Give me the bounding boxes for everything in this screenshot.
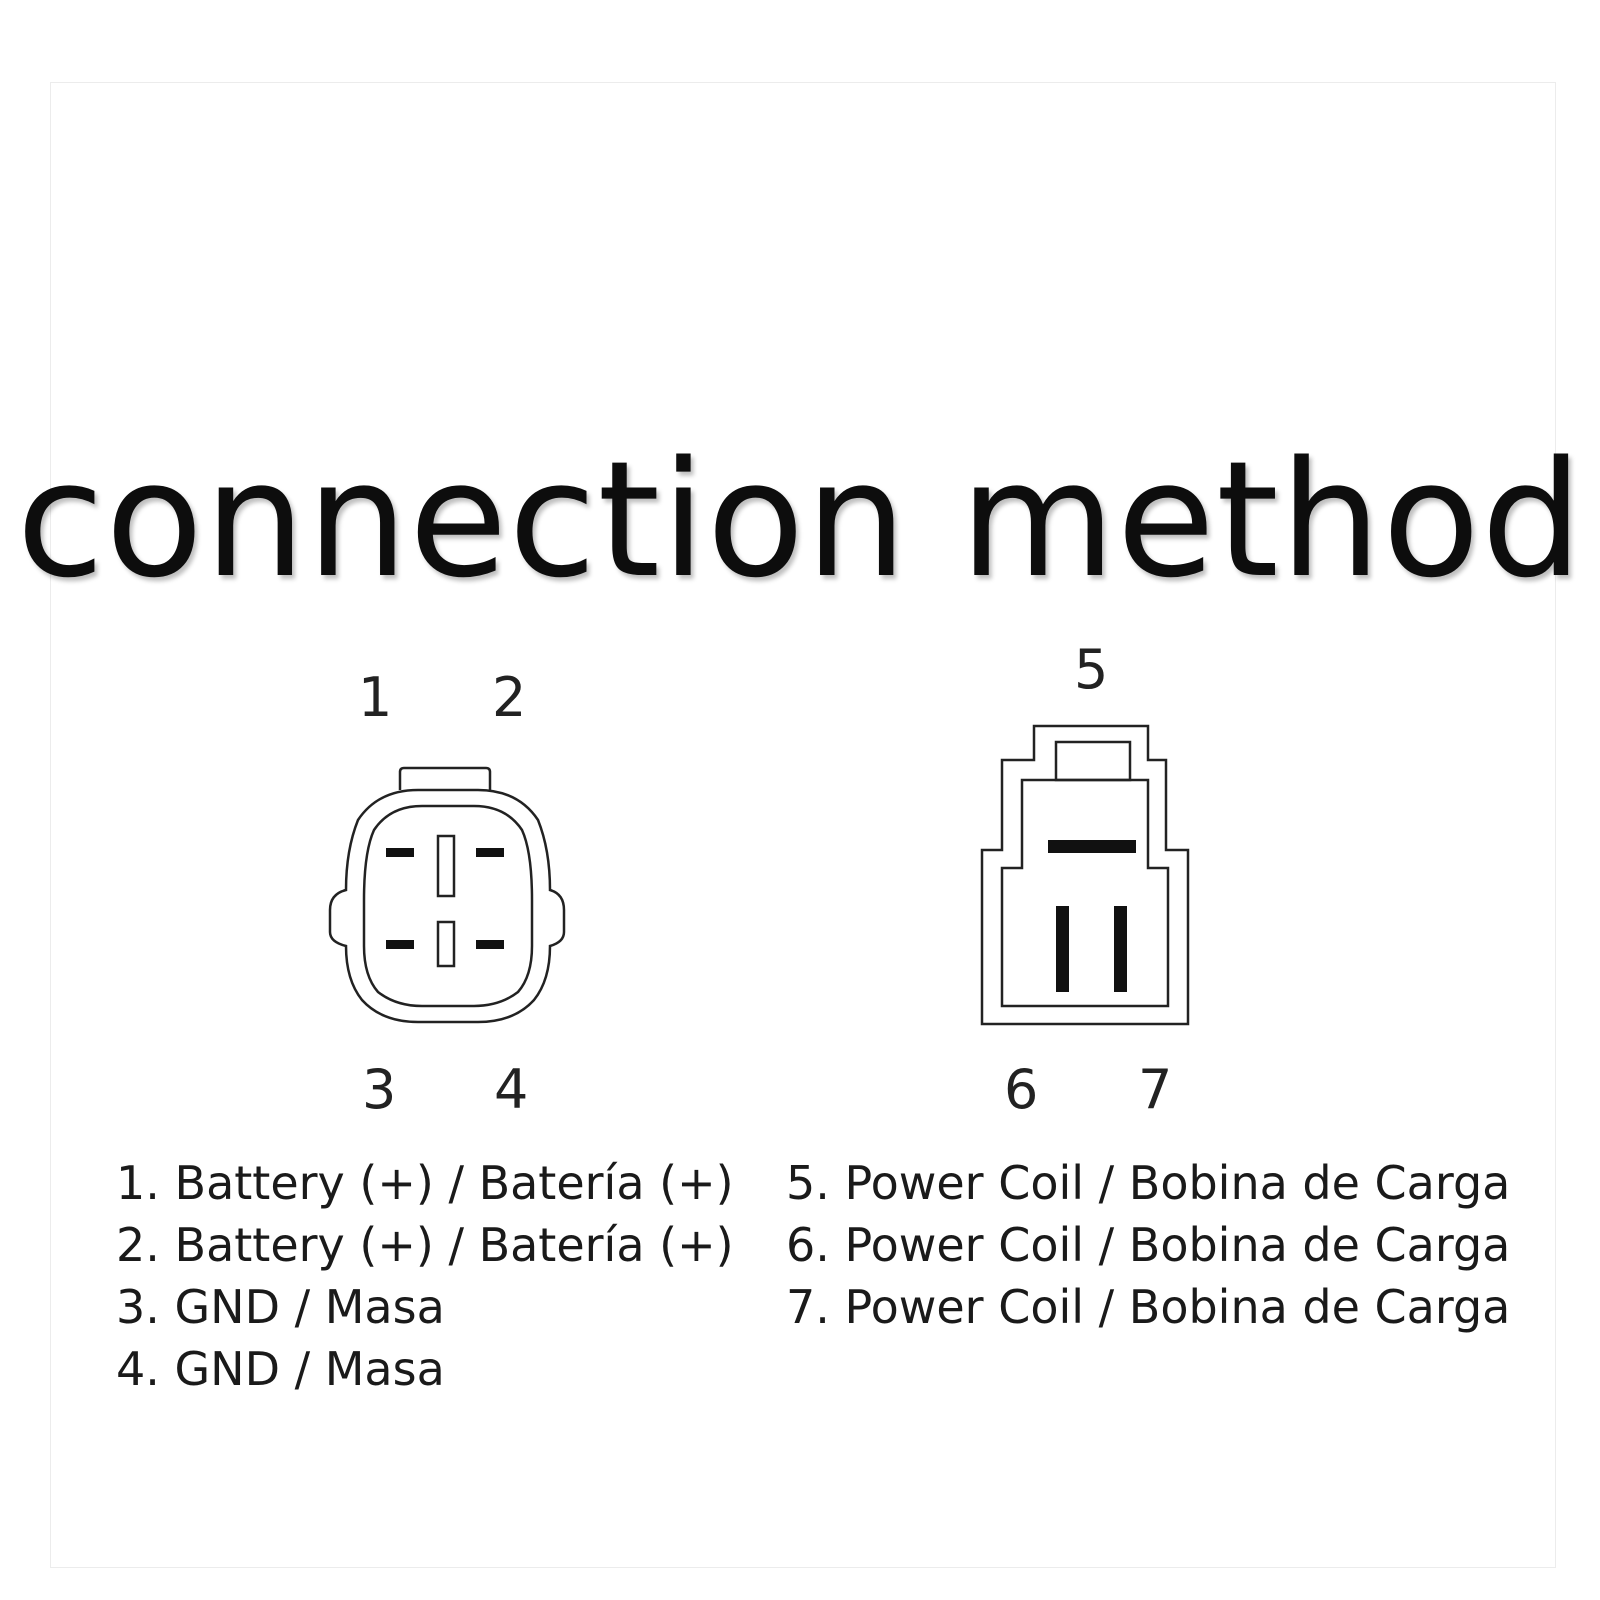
pin-label-5: 5 [1074,638,1109,701]
four-pin-connector-diagram [328,766,566,1024]
pin-7-terminal [1114,906,1127,992]
legend-item-3: 3. GND / Masa [116,1280,445,1334]
pin-6-terminal [1056,906,1069,992]
latch [1054,740,1132,782]
pin-label-4: 4 [494,1058,529,1121]
center-key-lower [436,920,456,968]
pin-4-terminal [476,940,504,949]
pin-label-3: 3 [362,1058,397,1121]
legend-item-1: 1. Battery (+) / Batería (+) [116,1156,734,1210]
legend-right: 5. Power Coil / Bobina de Carga 6. Power… [786,1152,1510,1338]
three-pin-connector-diagram [980,724,1190,1026]
pin-label-2: 2 [492,666,527,729]
pin-3-terminal [386,940,414,949]
pin-label-1: 1 [358,666,393,729]
center-key-upper [436,834,456,898]
legend-item-6: 6. Power Coil / Bobina de Carga [786,1218,1511,1272]
pin-1-terminal [386,848,414,857]
pin-label-6: 6 [1004,1058,1039,1121]
legend-item-2: 2. Battery (+) / Batería (+) [116,1218,734,1272]
page-title: connection method [16,426,1584,613]
pin-label-7: 7 [1138,1058,1173,1121]
pin-2-terminal [476,848,504,857]
legend-left: 1. Battery (+) / Batería (+) 2. Battery … [116,1152,734,1400]
legend-item-7: 7. Power Coil / Bobina de Carga [786,1280,1511,1334]
legend-item-4: 4. GND / Masa [116,1342,445,1396]
legend-item-5: 5. Power Coil / Bobina de Carga [786,1156,1511,1210]
image-frame [50,82,1556,1568]
pin-5-terminal [1048,840,1136,853]
